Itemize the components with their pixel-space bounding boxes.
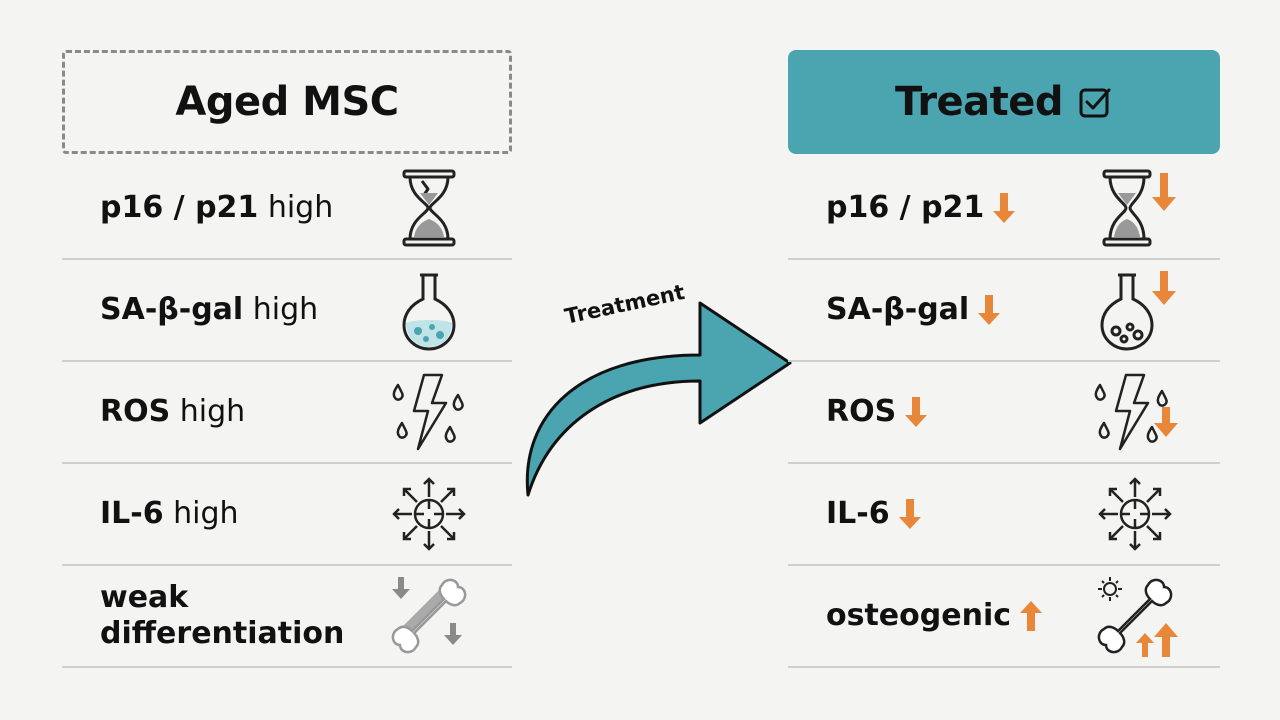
marker-row: p16 / p21 high	[62, 158, 512, 260]
treated-header: Treated	[788, 50, 1220, 154]
lightning-droplets-down-icon	[1094, 373, 1178, 451]
treated-title: Treated	[894, 79, 1064, 125]
hourglass-down-icon	[1102, 169, 1176, 247]
marker-label: SA-β-gal	[826, 292, 1001, 328]
flask-down-icon	[1100, 271, 1176, 351]
marker-row: ROS high	[62, 362, 512, 464]
marker-label: IL-6	[826, 496, 922, 532]
marker-label: SA-β-gal high	[100, 292, 319, 327]
aged-msc-panel: Aged MSC p16 / p21 high SA-β-gal high	[62, 50, 512, 668]
bone-up-arrows-icon	[1097, 577, 1178, 657]
cytokine-release-icon	[392, 477, 466, 551]
marker-label: p16 / p21 high	[100, 190, 334, 225]
marker-label: osteogenic	[826, 598, 1043, 634]
aged-msc-title: Aged MSC	[175, 79, 399, 125]
treated-panel: Treated p16 / p21 SA-β-gal	[788, 50, 1220, 668]
marker-row: p16 / p21	[788, 158, 1220, 260]
marker-row: IL-6	[788, 464, 1220, 566]
marker-row: IL-6 high	[62, 464, 512, 566]
arrow-down-icon	[993, 193, 1016, 223]
marker-label: p16 / p21	[826, 190, 1016, 226]
hourglass-icon	[402, 169, 456, 247]
treatment-arrow	[525, 301, 792, 497]
arrow-down-icon	[905, 397, 928, 427]
marker-label: ROS	[826, 394, 928, 430]
marker-row: ROS	[788, 362, 1220, 464]
marker-row: SA-β-gal high	[62, 260, 512, 362]
marker-label: weak differentiation	[100, 580, 345, 651]
aged-msc-header: Aged MSC	[62, 50, 512, 154]
marker-row: SA-β-gal	[788, 260, 1220, 362]
arrow-up-icon	[1020, 601, 1043, 631]
cytokine-release-icon	[1098, 477, 1172, 551]
bone-down-arrows-icon	[391, 577, 467, 654]
checkbox-icon	[1079, 88, 1111, 118]
lightning-droplets-icon	[392, 373, 464, 451]
marker-row: weak differentiation	[62, 566, 512, 668]
arrow-down-icon	[898, 499, 921, 529]
marker-row: osteogenic	[788, 566, 1220, 668]
arrow-down-icon	[978, 295, 1001, 325]
flask-icon	[402, 273, 456, 351]
marker-label: IL-6 high	[100, 496, 239, 531]
marker-label: ROS high	[100, 394, 246, 429]
